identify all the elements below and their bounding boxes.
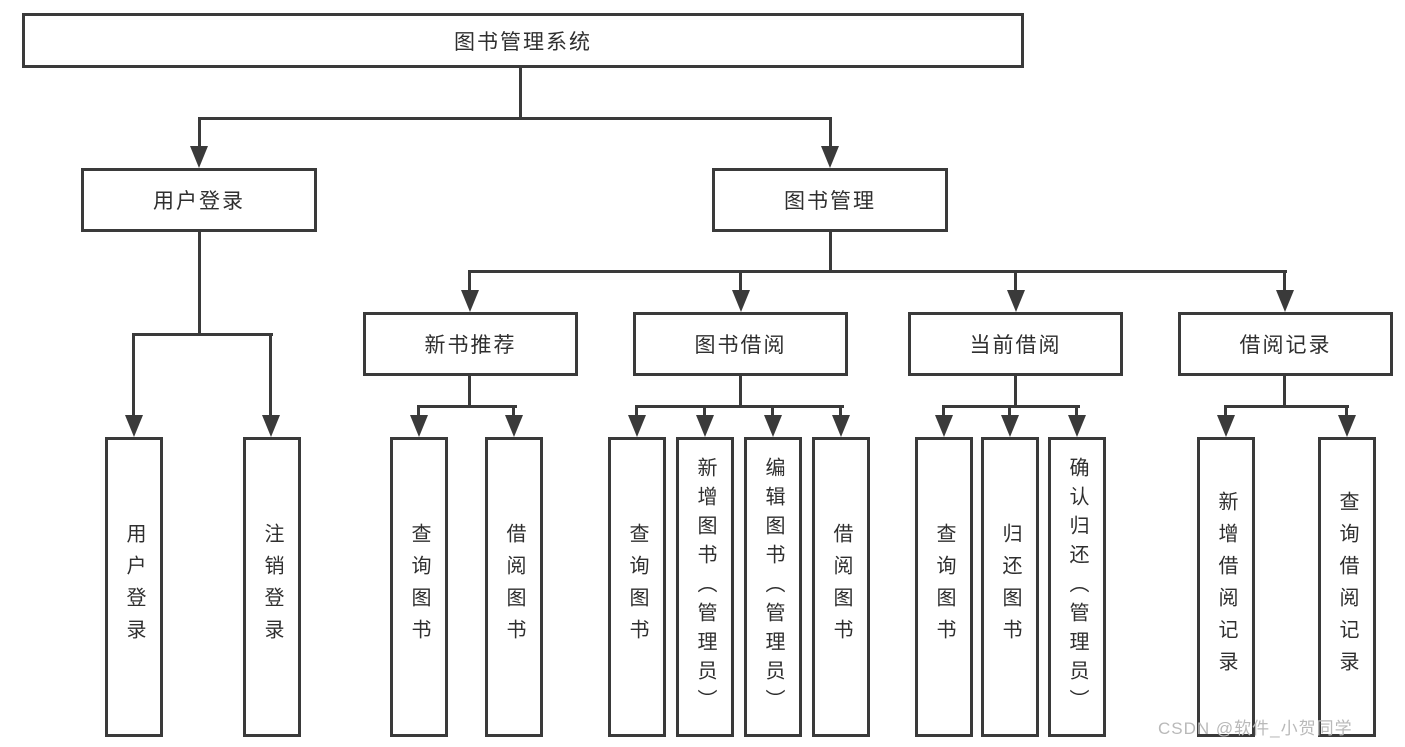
arrow-down-icon bbox=[821, 146, 839, 168]
connector-line bbox=[1224, 405, 1349, 408]
node-book-management-label: 图书管理 bbox=[784, 190, 876, 213]
connector-line bbox=[269, 333, 272, 417]
connector-line bbox=[198, 117, 832, 120]
leaf-logout-label: 注销登录 bbox=[261, 523, 283, 651]
connector-line bbox=[942, 405, 945, 417]
connector-line bbox=[132, 333, 273, 336]
leaf-confirm-return-admin-label: 确认归还（管理员） bbox=[1066, 456, 1088, 718]
connector-line bbox=[829, 117, 832, 148]
leaf-return-book-label: 归还图书 bbox=[999, 523, 1021, 651]
leaf-query-book-recommend-label: 查询图书 bbox=[408, 523, 430, 651]
connector-line bbox=[1283, 270, 1286, 292]
node-current-borrow: 当前借阅 bbox=[908, 312, 1123, 376]
leaf-query-book-current-label: 查询图书 bbox=[933, 523, 955, 651]
connector-line bbox=[703, 405, 706, 417]
leaf-borrow-book-label: 借阅图书 bbox=[830, 523, 852, 651]
node-current-borrow-label: 当前借阅 bbox=[969, 334, 1062, 357]
arrow-down-icon bbox=[1001, 415, 1019, 437]
leaf-add-borrow-record: 新增借阅记录 bbox=[1197, 437, 1255, 737]
connector-line bbox=[829, 232, 832, 273]
leaf-borrow-book-recommend: 借阅图书 bbox=[485, 437, 543, 737]
leaf-query-borrow-record-label: 查询借阅记录 bbox=[1336, 491, 1358, 683]
arrow-down-icon bbox=[832, 415, 850, 437]
node-new-book-recommend-label: 新书推荐 bbox=[424, 334, 517, 357]
node-root: 图书管理系统 bbox=[22, 13, 1024, 68]
node-user-login: 用户登录 bbox=[81, 168, 317, 232]
arrow-down-icon bbox=[1068, 415, 1086, 437]
connector-line bbox=[468, 270, 471, 292]
arrow-down-icon bbox=[505, 415, 523, 437]
leaf-query-book-borrow-label: 查询图书 bbox=[626, 523, 648, 651]
arrow-down-icon bbox=[935, 415, 953, 437]
leaf-add-borrow-record-label: 新增借阅记录 bbox=[1215, 491, 1237, 683]
arrow-down-icon bbox=[1007, 290, 1025, 312]
connector-line bbox=[635, 405, 638, 417]
connector-line bbox=[1224, 405, 1227, 417]
leaf-borrow-book-recommend-label: 借阅图书 bbox=[503, 523, 525, 651]
arrow-down-icon bbox=[125, 415, 143, 437]
connector-line bbox=[512, 405, 515, 417]
connector-line bbox=[739, 376, 742, 408]
leaf-query-borrow-record: 查询借阅记录 bbox=[1318, 437, 1376, 737]
connector-line bbox=[771, 405, 774, 417]
arrow-down-icon bbox=[190, 146, 208, 168]
node-book-borrow-label: 图书借阅 bbox=[694, 334, 787, 357]
csdn-watermark: CSDN @软件_小贺同学 bbox=[1158, 719, 1353, 738]
arrow-down-icon bbox=[1338, 415, 1356, 437]
leaf-edit-book-admin: 编辑图书（管理员） bbox=[744, 437, 802, 737]
arrow-down-icon bbox=[1276, 290, 1294, 312]
leaf-add-book-admin: 新增图书（管理员） bbox=[676, 437, 734, 737]
leaf-confirm-return-admin: 确认归还（管理员） bbox=[1048, 437, 1106, 737]
connector-line bbox=[468, 376, 471, 408]
arrow-down-icon bbox=[764, 415, 782, 437]
connector-line bbox=[1345, 405, 1348, 417]
leaf-user-login-label: 用户登录 bbox=[123, 523, 145, 651]
connector-line bbox=[132, 333, 135, 417]
node-borrow-records-label: 借阅记录 bbox=[1239, 334, 1332, 357]
connector-line bbox=[1014, 376, 1017, 408]
connector-line bbox=[417, 405, 420, 417]
connector-line bbox=[1075, 405, 1078, 417]
leaf-user-login: 用户登录 bbox=[105, 437, 163, 737]
leaf-logout: 注销登录 bbox=[243, 437, 301, 737]
connector-line bbox=[942, 405, 1080, 408]
arrow-down-icon bbox=[628, 415, 646, 437]
connector-line bbox=[417, 405, 517, 408]
arrow-down-icon bbox=[1217, 415, 1235, 437]
leaf-borrow-book: 借阅图书 bbox=[812, 437, 870, 737]
connector-line bbox=[739, 270, 742, 292]
arrow-down-icon bbox=[461, 290, 479, 312]
connector-line bbox=[198, 117, 201, 148]
node-borrow-records: 借阅记录 bbox=[1178, 312, 1393, 376]
node-user-login-label: 用户登录 bbox=[153, 190, 245, 213]
connector-line bbox=[1014, 270, 1017, 292]
leaf-query-book-recommend: 查询图书 bbox=[390, 437, 448, 737]
leaf-query-book-current: 查询图书 bbox=[915, 437, 973, 737]
node-book-management: 图书管理 bbox=[712, 168, 948, 232]
connector-line bbox=[839, 405, 842, 417]
connector-line bbox=[519, 68, 522, 120]
node-book-borrow: 图书借阅 bbox=[633, 312, 848, 376]
arrow-down-icon bbox=[262, 415, 280, 437]
leaf-query-book-borrow: 查询图书 bbox=[608, 437, 666, 737]
node-new-book-recommend: 新书推荐 bbox=[363, 312, 578, 376]
connector-line bbox=[1283, 376, 1286, 408]
connector-line bbox=[468, 270, 1287, 273]
leaf-add-book-admin-label: 新增图书（管理员） bbox=[694, 456, 716, 718]
arrow-down-icon bbox=[732, 290, 750, 312]
leaf-edit-book-admin-label: 编辑图书（管理员） bbox=[762, 456, 784, 718]
arrow-down-icon bbox=[410, 415, 428, 437]
connector-line bbox=[1008, 405, 1011, 417]
connector-line bbox=[198, 232, 201, 336]
connector-line bbox=[635, 405, 844, 408]
arrow-down-icon bbox=[696, 415, 714, 437]
node-root-label: 图书管理系统 bbox=[454, 30, 592, 54]
leaf-return-book: 归还图书 bbox=[981, 437, 1039, 737]
